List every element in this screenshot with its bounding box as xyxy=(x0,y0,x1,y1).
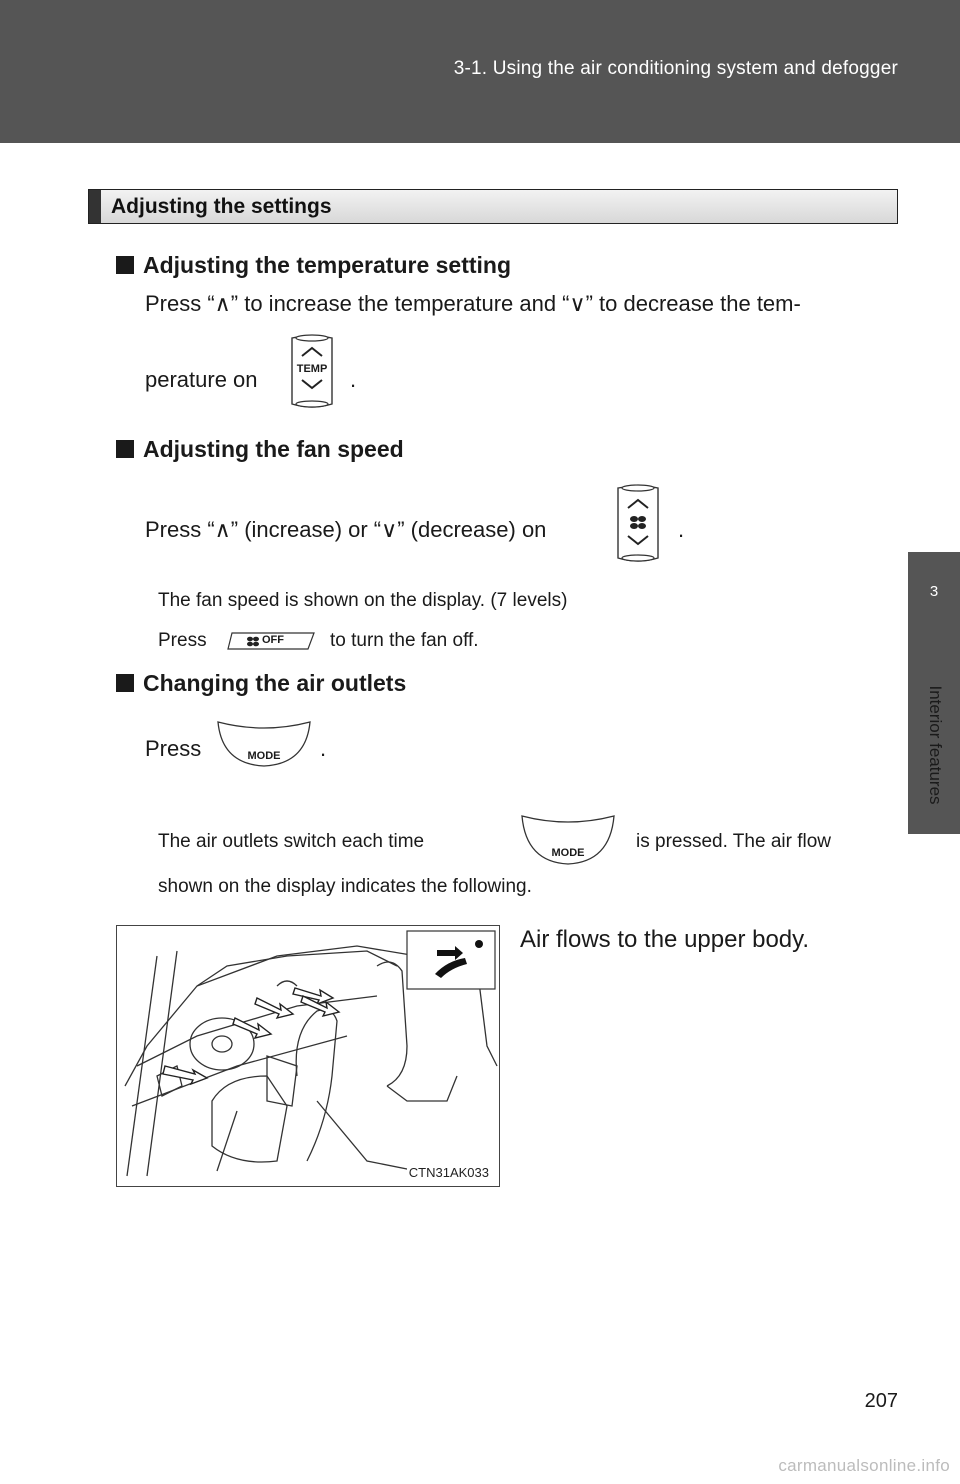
outlets-heading: Changing the air outlets xyxy=(116,670,406,697)
chapter-number: 3 xyxy=(929,583,939,600)
chapter-label: Interior features xyxy=(926,685,945,805)
temperature-instruction: Press “∧” to increase the temperature an… xyxy=(145,291,801,316)
fan-instruction-period: . xyxy=(678,517,685,542)
mode-button-icon: MODE xyxy=(214,718,314,770)
fan-levels-note: The fan speed is shown on the display. (… xyxy=(158,590,568,611)
section-heading-bar xyxy=(89,190,101,223)
temperature-heading: Adjusting the temperature setting xyxy=(116,252,511,279)
outlets-note-part1: The air outlets switch each time xyxy=(158,831,425,852)
fan-instruction: Press “∧” (increase) or “∨” (decrease) o… xyxy=(145,517,547,542)
outlets-instruction-prefix: Press xyxy=(145,736,202,761)
bullet-square-icon xyxy=(116,256,134,274)
page-header: 3-1. Using the air conditioning system a… xyxy=(0,0,960,143)
chapter-side-tab xyxy=(908,552,960,834)
temp-button-icon: TEMP xyxy=(282,332,342,412)
figure-code: CTN31AK033 xyxy=(406,1165,491,1180)
watermark-link[interactable]: carmanualsonline.info xyxy=(778,1456,950,1475)
bullet-square-icon xyxy=(116,674,134,692)
temperature-instruction-line2: perature on xyxy=(145,367,258,392)
chapter-title: 3-1. Using the air conditioning system a… xyxy=(453,58,898,79)
outlets-note-line2: shown on the display indicates the follo… xyxy=(158,876,532,897)
bullet-square-icon xyxy=(116,440,134,458)
fan-off-note-suffix: to turn the fan off. xyxy=(330,630,479,651)
figure-caption: Air flows to the upper body. xyxy=(520,926,810,953)
outlets-instruction-period: . xyxy=(320,736,327,761)
page-number: 207 xyxy=(864,1390,898,1412)
fan-heading: Adjusting the fan speed xyxy=(116,436,404,463)
temperature-instruction-period: . xyxy=(350,367,357,392)
fan-off-button-icon: OFF xyxy=(226,629,318,653)
fan-off-note-prefix: Press xyxy=(158,630,207,651)
outlets-note-part2: is pressed. The air flow xyxy=(636,831,832,852)
car-interior-illustration: CTN31AK033 xyxy=(116,925,500,1187)
section-title: Adjusting the settings xyxy=(111,195,332,218)
mode-button-icon-inline: MODE xyxy=(518,812,618,868)
fan-button-icon xyxy=(606,482,670,566)
section-heading: Adjusting the settings xyxy=(88,189,898,224)
